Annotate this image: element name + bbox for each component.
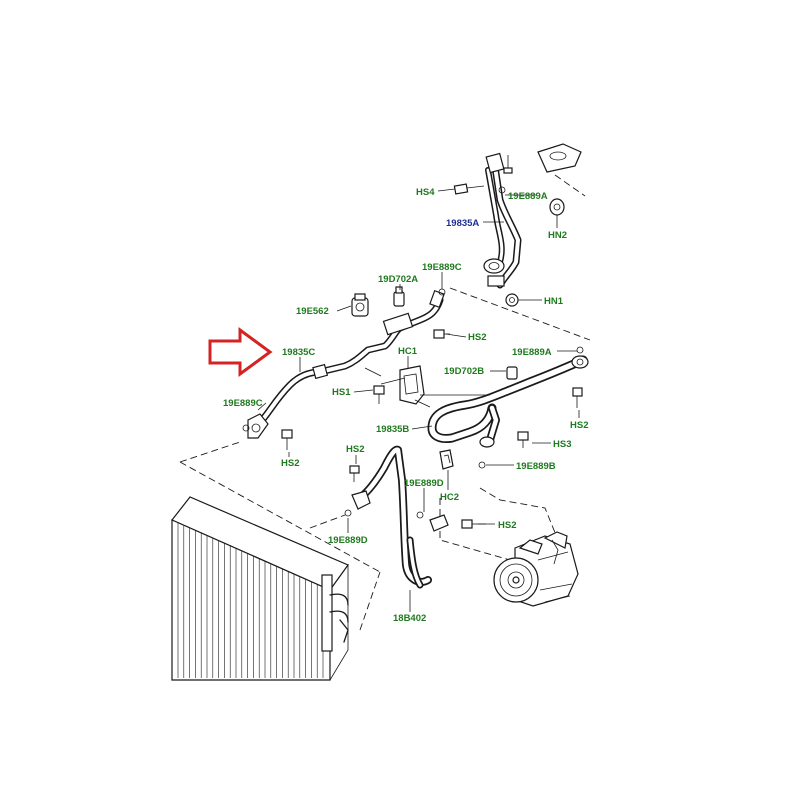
label-19e889a-right: 19E889A <box>512 347 552 358</box>
label-19835a: 19835A <box>446 218 479 229</box>
bolt-icon <box>453 183 485 195</box>
bolt-icon <box>517 431 529 448</box>
o-ring-icon <box>242 186 584 519</box>
hose-18b402 <box>351 445 449 589</box>
label-hs2-right: HS2 <box>570 420 588 431</box>
service-valve-icon <box>393 286 405 307</box>
red-outline-arrow-icon <box>208 327 273 377</box>
hose-clip-icon <box>399 365 425 405</box>
label-19e889b: 19E889B <box>516 461 556 472</box>
label-hs2-left: HS2 <box>281 458 299 469</box>
label-hs4: HS4 <box>416 187 435 198</box>
label-19835b: 19835B <box>376 424 409 435</box>
label-hs2-lower: HS2 <box>498 520 516 531</box>
pressure-sensor-icon <box>351 293 369 317</box>
condenser-icon <box>171 496 349 681</box>
label-hc2: HC2 <box>440 492 459 503</box>
label-hn1: HN1 <box>544 296 564 307</box>
bolt-icon <box>503 155 513 174</box>
label-hs3: HS3 <box>553 439 571 450</box>
label-19e889d-left: 19E889D <box>328 535 368 546</box>
label-19e889c-top: 19E889C <box>422 262 462 273</box>
compressor-icon <box>493 531 579 607</box>
bolt-icon <box>572 387 583 408</box>
label-19d702b: 19D702B <box>444 366 484 377</box>
nut-icon <box>549 198 565 216</box>
label-hn2: HN2 <box>548 230 567 241</box>
bolt-icon <box>373 385 385 404</box>
hose-19835b <box>427 355 589 448</box>
label-hc1: HC1 <box>398 346 418 357</box>
hose-clip-icon <box>439 449 454 470</box>
bolt-icon <box>281 429 293 450</box>
mounting-bracket <box>537 143 582 173</box>
service-valve-icon <box>506 366 518 380</box>
hose-19835c <box>247 289 445 439</box>
label-19835c: 19835C <box>282 347 315 358</box>
callout-labels: HS4 19E889A 19835A HN2 19E889C 19D702A H… <box>223 187 588 624</box>
nut-icon <box>505 293 519 307</box>
label-19e562: 19E562 <box>296 306 329 317</box>
label-19e889d-center: 19E889D <box>404 478 444 489</box>
label-hs1: HS1 <box>332 387 351 398</box>
hose-19835a <box>483 152 522 289</box>
bolt-icon <box>349 465 360 482</box>
label-19e889c-left: 19E889C <box>223 398 263 409</box>
label-hs2-center: HS2 <box>346 444 364 455</box>
label-19e889a-top: 19E889A <box>508 191 548 202</box>
label-hs2-mid: HS2 <box>468 332 486 343</box>
leader-lines <box>257 188 580 612</box>
label-19d702a: 19D702A <box>378 274 418 285</box>
label-18b402: 18B402 <box>393 613 426 624</box>
